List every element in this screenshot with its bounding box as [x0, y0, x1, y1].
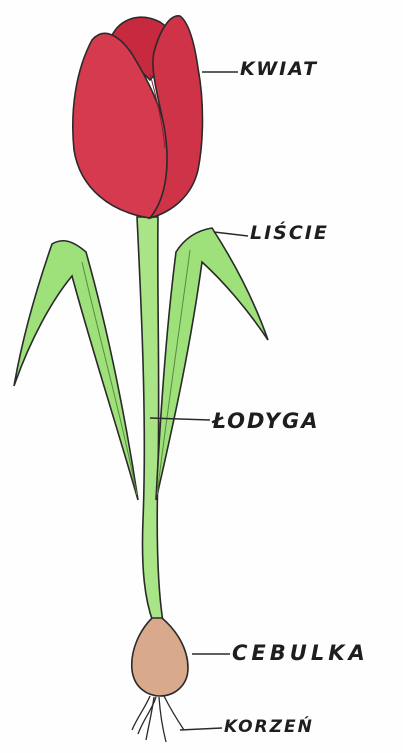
stem — [137, 217, 163, 622]
label-leaves: LIŚCIE — [250, 224, 329, 243]
label-flower: KWIAT — [240, 60, 318, 79]
leader-leaves — [214, 232, 248, 236]
label-root: KORZEŃ — [224, 719, 314, 736]
leader-root — [180, 728, 222, 730]
bulb — [132, 618, 188, 696]
roots — [132, 696, 184, 742]
label-bulb: CEBULKA — [232, 643, 369, 664]
label-stem: ŁODYGA — [212, 411, 319, 432]
left-leaf — [14, 241, 138, 500]
right-leaf — [156, 228, 268, 500]
